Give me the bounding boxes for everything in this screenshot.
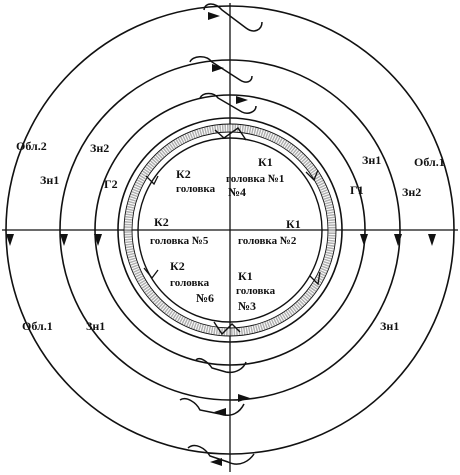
ring-outer-obl — [5, 5, 455, 455]
ring-g — [117, 117, 343, 343]
label-obl1-upper-right: Обл.1 — [414, 155, 445, 169]
label-golovka-lower-right: головка — [236, 285, 276, 297]
label-obl1-lower-left: Обл.1 — [22, 319, 53, 333]
label-k1-mid: К1 — [286, 217, 301, 231]
label-obl2: Обл.2 — [16, 139, 47, 153]
connector-bottom-mid — [179, 398, 245, 416]
arrow-left-outer — [6, 234, 14, 246]
label-g1: Г1 — [350, 183, 364, 197]
notch-head-2 — [309, 271, 321, 286]
ring-shaded-inner-edge — [131, 131, 329, 329]
notch-head-4 — [145, 175, 159, 186]
label-golovka-upper-left: головка — [176, 183, 216, 195]
arrow-top-3 — [236, 96, 248, 104]
connector-top-mid — [189, 56, 253, 83]
notch-head-1 — [305, 169, 319, 182]
notch-head-6 — [143, 267, 159, 280]
label-golovka-n5: головка №5 — [150, 235, 209, 247]
label-k2-mid: К2 — [154, 215, 169, 229]
arrow-right-outer — [428, 234, 436, 246]
label-zn2-left: Зн2 — [90, 141, 109, 155]
label-k1-lower: К1 — [238, 269, 253, 283]
label-zn1-right-upper: Зн1 — [362, 153, 381, 167]
arrow-bottom-3 — [238, 394, 250, 402]
ring-zn-inner — [94, 94, 366, 366]
arrow-right-mid — [394, 234, 402, 246]
label-k2-lower: К2 — [170, 259, 185, 273]
ring-innermost — [137, 137, 323, 323]
arrow-left-inner — [94, 234, 102, 246]
arrow-bottom-2 — [214, 408, 226, 416]
label-zn2-right: Зн2 — [402, 185, 421, 199]
connector-top-outer — [203, 3, 263, 32]
label-n3: №3 — [238, 299, 256, 313]
connector-top-ring — [214, 127, 247, 141]
label-n4: №4 — [228, 185, 246, 199]
arrow-top-2 — [212, 64, 224, 72]
ring-zn-outer — [59, 59, 401, 401]
label-zn1-left-upper: Зн1 — [40, 173, 59, 187]
label-k1-upper: К1 — [258, 155, 273, 169]
label-n6: №6 — [196, 291, 214, 305]
connector-bottom-inner — [195, 357, 247, 374]
label-zn1-left-lower: Зн1 — [86, 319, 105, 333]
connector-bottom-ring — [213, 321, 241, 336]
arrow-left-mid — [60, 234, 68, 246]
label-k2-upper: К2 — [176, 167, 191, 181]
arrow-right-inner — [360, 234, 368, 246]
label-golovka-n2: головка №2 — [238, 235, 297, 247]
arrow-bottom-1 — [210, 458, 222, 466]
ring-shaded-band — [124, 124, 336, 336]
arrow-top-1 — [208, 12, 220, 20]
ring-shaded-outer-edge — [123, 123, 337, 337]
label-g2: Г2 — [104, 177, 118, 191]
label-golovka-lower-left: головка — [170, 277, 210, 289]
connector-top-inner — [199, 92, 257, 114]
label-zn1-right-lower: Зн1 — [380, 319, 399, 333]
label-golovka-n1: головка №1 — [226, 173, 284, 185]
